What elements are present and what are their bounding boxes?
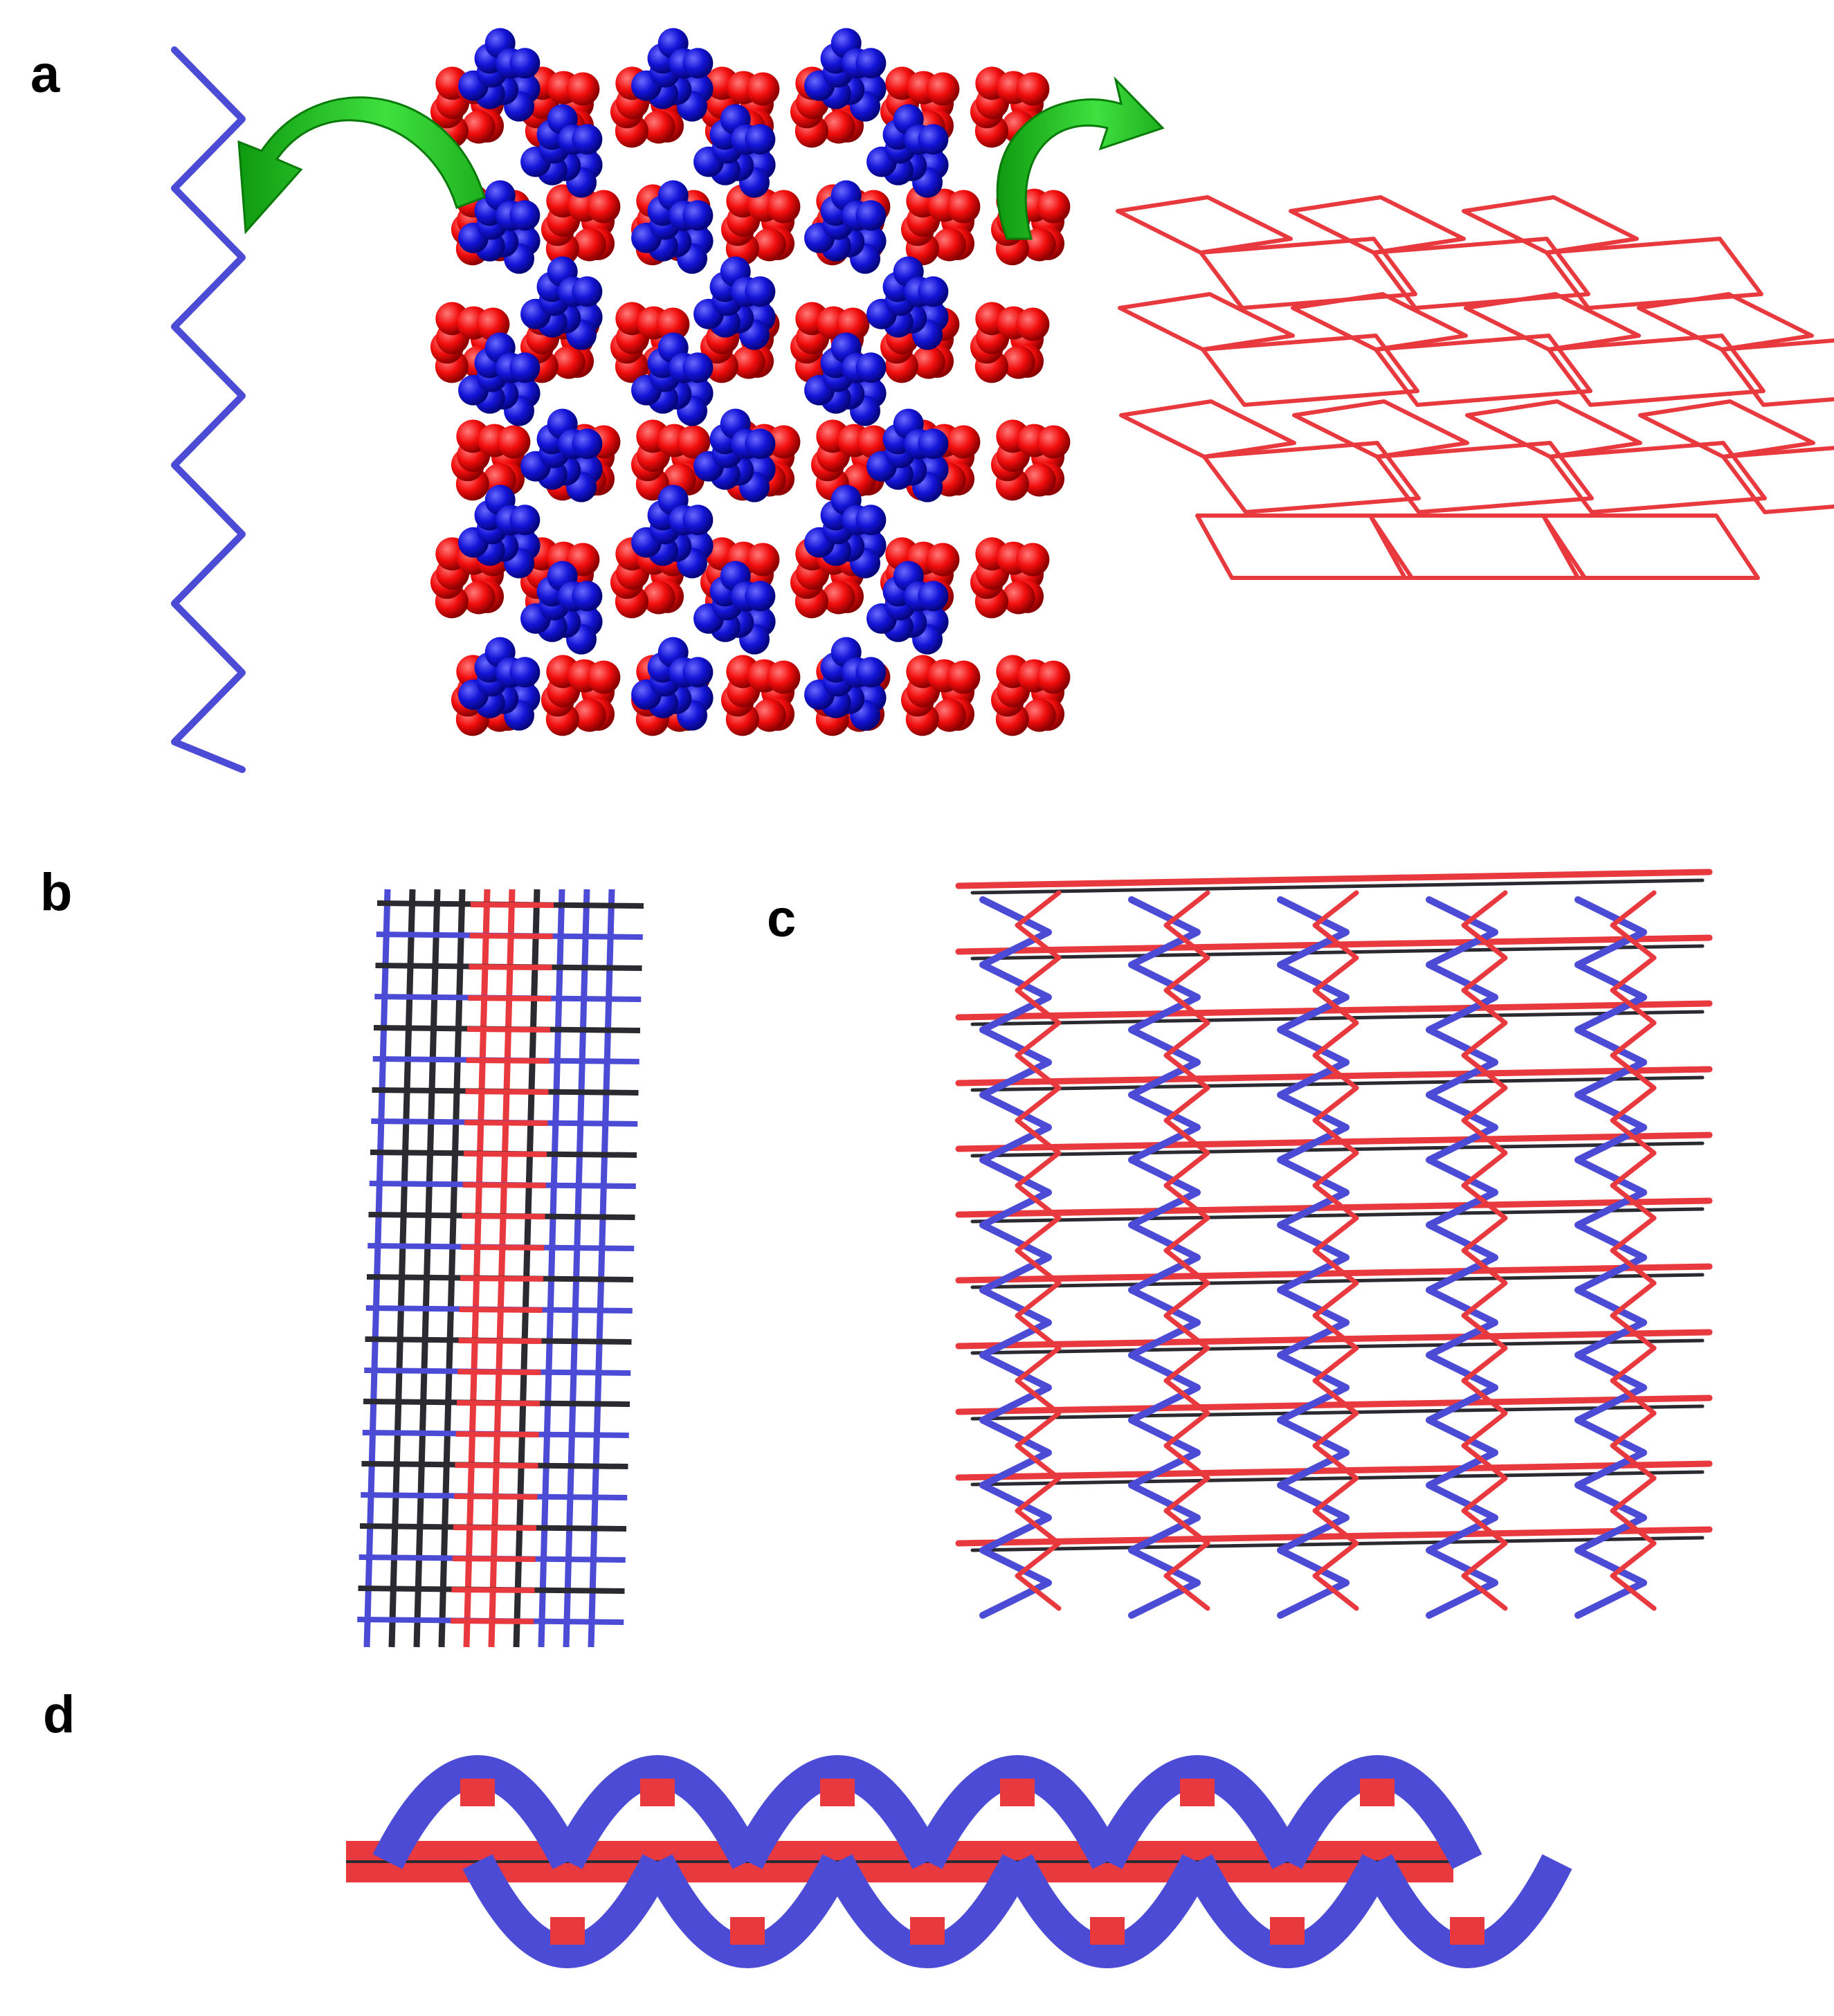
curved-arrow-icon (237, 96, 486, 235)
stacked-framework-side-view (357, 889, 644, 1648)
panel-label-b: b (40, 863, 73, 922)
panel-label-d: d (43, 1685, 75, 1744)
blue-zigzag-chain (171, 46, 246, 773)
helical-ribbon-view (346, 1755, 1572, 1968)
space-filling-framework (430, 28, 1071, 736)
panel-label-c: c (767, 889, 797, 948)
panel-label-a: a (30, 45, 60, 104)
interpenetrated-framework-view (955, 869, 1713, 1619)
red-rhombic-net (1116, 195, 1834, 580)
curved-arrow-icon (996, 76, 1165, 240)
